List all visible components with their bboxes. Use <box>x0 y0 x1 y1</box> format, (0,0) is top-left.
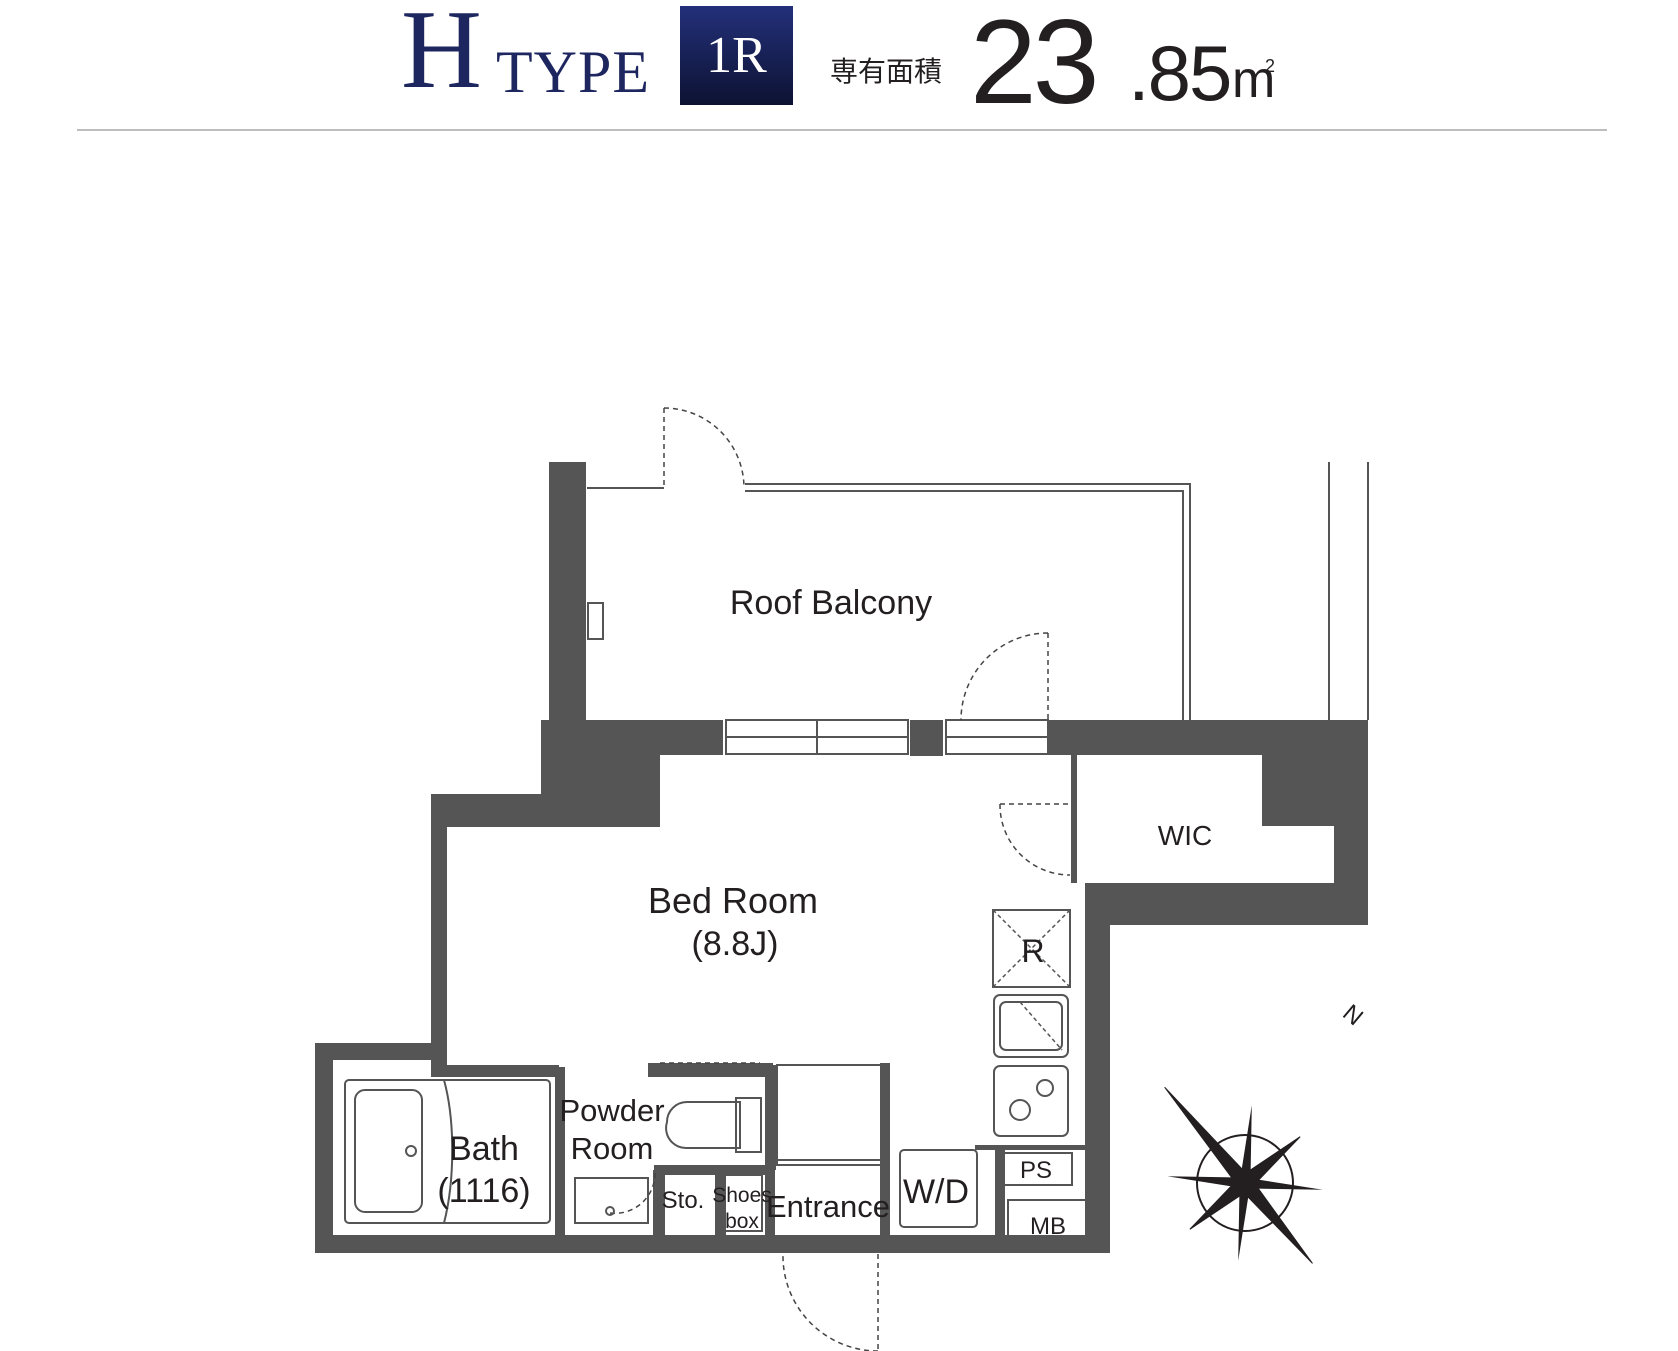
shoes-box-label-line2: box <box>725 1210 759 1233</box>
bed-room-label: Bed Room <box>648 880 818 921</box>
bed-room-size-label: (8.8J) <box>692 925 779 963</box>
storage-label: Sto. <box>662 1187 705 1214</box>
compass-icon <box>1164 1086 1323 1264</box>
layout-badge: 1R <box>680 6 793 105</box>
refrigerator-label: R <box>1021 933 1044 969</box>
bath-size-label: (1116) <box>437 1172 530 1210</box>
roof-balcony-label: Roof Balcony <box>730 584 932 622</box>
header-divider <box>77 129 1607 131</box>
refrigerator-cross <box>992 909 1071 1051</box>
compass-north-label: N <box>1337 999 1368 1031</box>
bath-label: Bath <box>449 1130 519 1168</box>
shoes-box-label-line1: Shoes <box>712 1184 772 1207</box>
plan-header: H TYPE 1R 専有面積 23 .85 m 2 <box>0 0 1678 135</box>
wic-label: WIC <box>1158 820 1212 851</box>
type-letter: H <box>401 0 482 112</box>
area-unit: m <box>1232 51 1276 109</box>
area-unit-superscript: 2 <box>1265 56 1276 76</box>
fixtures <box>344 909 1087 1251</box>
balcony-outline <box>587 462 1369 720</box>
area-label: 専有面積 <box>830 55 943 88</box>
powder-room-label-line2: Room <box>571 1131 654 1166</box>
pipe-space-label: PS <box>1020 1157 1052 1184</box>
compass-rose: N <box>1164 999 1368 1264</box>
washer-dryer-label: W/D <box>903 1173 969 1211</box>
entrance-label: Entrance <box>766 1189 890 1224</box>
walls <box>315 462 1368 1253</box>
layout-badge-text: 1R <box>706 27 767 84</box>
area-integer: 23 <box>970 0 1099 129</box>
windows <box>725 719 1049 755</box>
powder-room-label-line1: Powder <box>559 1093 664 1128</box>
meter-box-label: MB <box>1030 1213 1066 1240</box>
area-decimal: .85 <box>1128 29 1232 117</box>
type-word: TYPE <box>496 39 650 105</box>
door-swings <box>609 407 1071 1351</box>
